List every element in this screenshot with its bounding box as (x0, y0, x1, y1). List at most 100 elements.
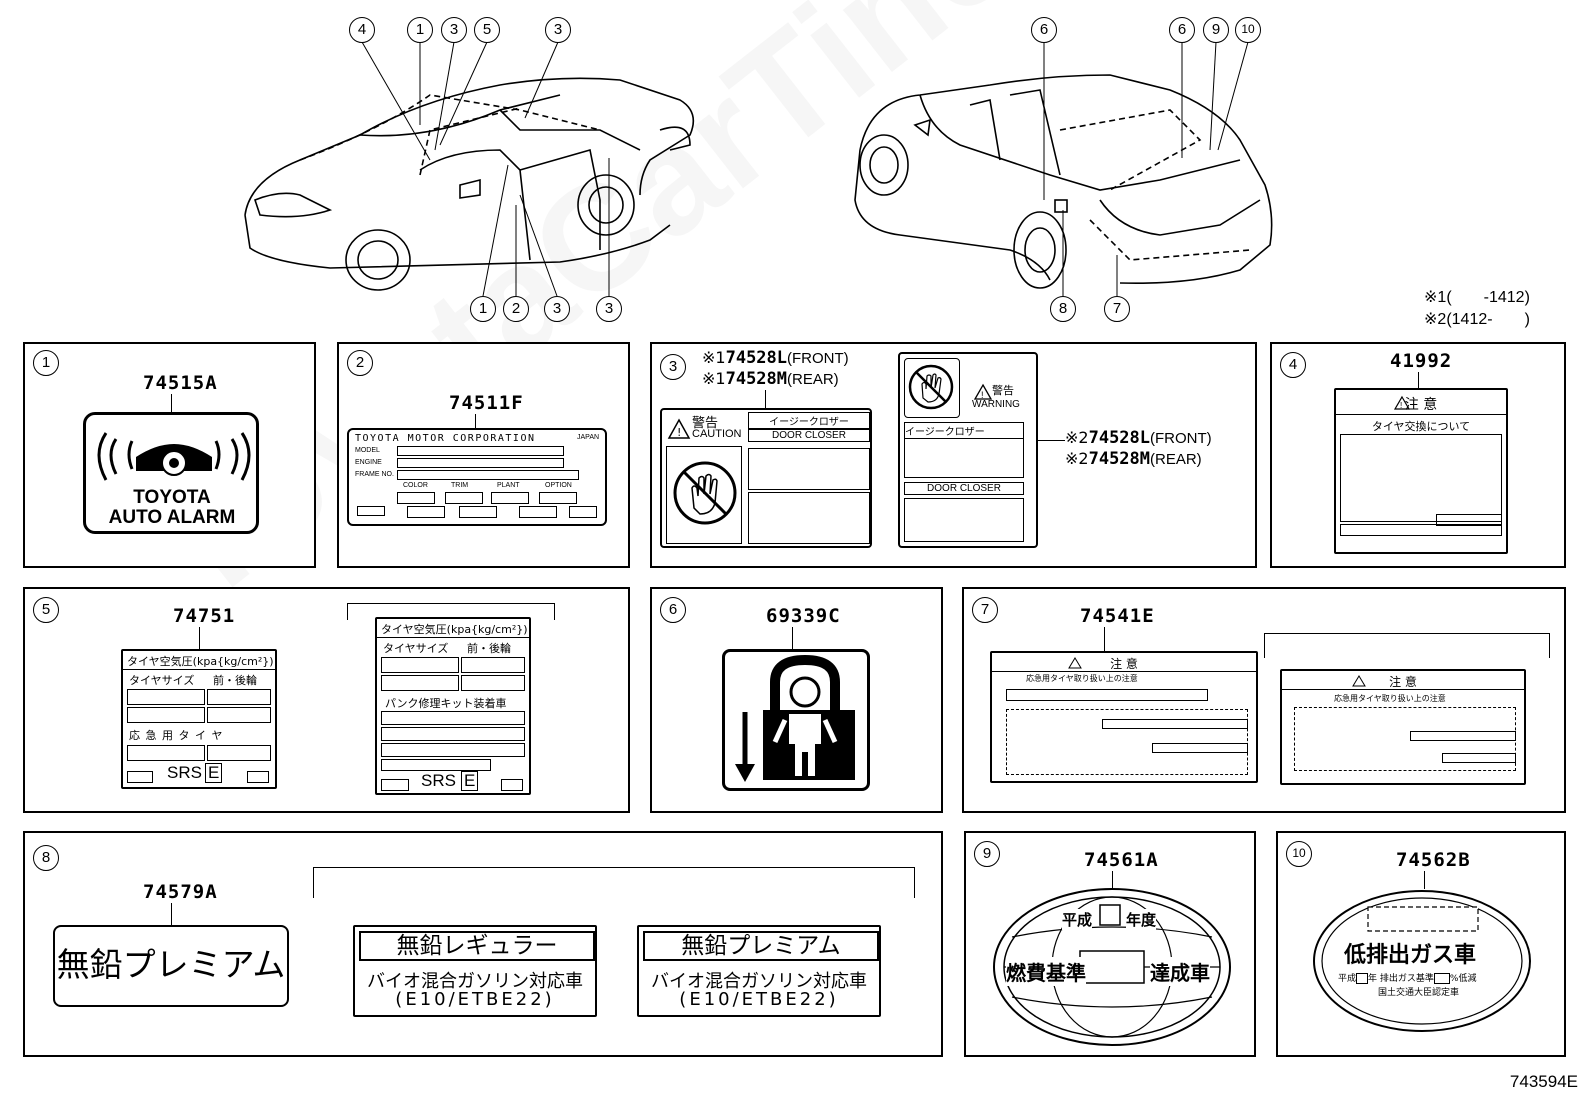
tire-pressure-label-2: タイヤ空気圧(kpa{kg/cm²}) タイヤサイズ 前・後輪 パンク修理キット… (375, 617, 531, 795)
premium-bot: (E10/ETBE22) (679, 989, 839, 1010)
door-closer-warning-label: ! 警告 WARNING イージークロザー DOOR CLOSER (898, 352, 1038, 548)
spare-tire-caution-label-1: 注 意 応急用タイヤ取り扱い上の注意 (990, 651, 1258, 783)
diagram-code: 743594E (1509, 1072, 1578, 1091)
panel-number: 10 (1286, 841, 1312, 867)
part-number: 74562B (1396, 849, 1471, 871)
svg-text:!: ! (1400, 401, 1402, 410)
part-line-4: ※274528M(REAR) (1065, 449, 1202, 469)
alarm-line2: AUTO ALARM (108, 507, 236, 528)
seal-left: 燃費基準 (1006, 957, 1086, 986)
callout-4-top: 4 (349, 17, 375, 43)
tp2-size: タイヤサイズ (383, 642, 449, 655)
low-emission-seal (1313, 890, 1531, 1032)
panel-7: 7 74541E 注 意 応急用タイヤ取り扱い上の注意 注 意 応急用タイヤ取り… (962, 587, 1566, 813)
chui-1: 注 意 (1110, 657, 1138, 671)
seal-nendo: 年度 (1126, 909, 1157, 930)
leader-line (1037, 440, 1065, 441)
regular-top: 無鉛レギュラー (359, 931, 595, 961)
regular-mid: バイオ混合ガソリン対応車 (367, 971, 583, 992)
warning-triangle-icon: ! (667, 418, 691, 439)
callout-8-bottom: 8 (1050, 296, 1076, 322)
part-number: 74561A (1084, 849, 1159, 871)
warning-triangle-icon: ! (973, 383, 993, 400)
note-2: ※2(1412- ) (1424, 311, 1530, 328)
svg-text:!: ! (677, 426, 681, 439)
panel-10: 10 74562B 低排出ガス車 平成年 排出ガス基準%低減 国土交通大臣認定車 (1276, 831, 1566, 1057)
tp2-srs: SRS (421, 771, 456, 790)
tire-pressure-label-1: タイヤ空気圧(kpa{kg/cm²}) タイヤサイズ 前・後輪 応 急 用 タ … (121, 649, 277, 789)
sub-1: 応急用タイヤ取り扱い上の注意 (1026, 674, 1138, 683)
panel-6: 6 69339C (650, 587, 943, 813)
panel-number: 7 (972, 597, 998, 623)
vin-option: OPTION (545, 482, 572, 489)
vin-engine: ENGINE (355, 459, 382, 466)
callout-1-bottom: 1 (470, 296, 496, 322)
tp-spare: 応 急 用 タ イ ヤ (129, 729, 224, 742)
vin-trim: TRIM (451, 482, 469, 489)
callout-1-top: 1 (407, 17, 433, 43)
vin-plate-label: TOYOTA MOTOR CORPORATION JAPAN MODEL ENG… (347, 428, 607, 526)
caution-en: CAUTION (692, 428, 742, 440)
callout-6-top-b: 6 (1169, 17, 1195, 43)
chui-header: 注 意 (1404, 397, 1438, 413)
tp2-e: E (461, 771, 479, 791)
premium-mid: バイオ混合ガソリン対応車 (651, 971, 867, 992)
vin-model: MODEL (355, 447, 380, 454)
panel-5: 5 74751 タイヤ空気圧(kpa{kg/cm²}) タイヤサイズ 前・後輪 … (23, 587, 630, 813)
easy-closer-jp: イージークロザー (748, 412, 870, 429)
tp2-title: タイヤ空気圧(kpa{kg/cm²}) (381, 623, 528, 636)
leader-line (199, 627, 200, 649)
vin-plant: PLANT (497, 482, 520, 489)
tp-e: E (205, 763, 223, 783)
warning-triangle-icon (1352, 675, 1366, 687)
panel-number: 3 (660, 354, 686, 380)
tp-title: タイヤ空気圧(kpa{kg/cm²}) (127, 655, 274, 668)
callout-2-bottom: 2 (503, 296, 529, 322)
no-hand-icon (908, 364, 954, 410)
warning-triangle-icon: ! (1393, 395, 1411, 410)
tire-change-caution-label: 注 意 ! タイヤ交換について (1334, 388, 1508, 554)
emission-sub1: 平成年 排出ガス基準%低減 (1338, 973, 1477, 984)
alarm-line1: TOYOTA (133, 487, 211, 508)
leader-line (765, 390, 766, 408)
warning-triangle-icon (1068, 657, 1082, 669)
spare-tire-caution-label-2: 注 意 応急用タイヤ取り扱い上の注意 (1280, 669, 1526, 785)
panel-8: 8 74579A 無鉛プレミアム 無鉛レギュラー バイオ混合ガソリン対応車 (E… (23, 831, 943, 1057)
caution-jp: 警告 (692, 416, 719, 431)
vin-japan: JAPAN (577, 434, 600, 441)
part-number: 74515A (143, 372, 218, 394)
callout-10-top: 10 (1235, 17, 1261, 43)
no-hand-icon (673, 461, 737, 525)
tp-frontrear: 前・後輪 (213, 674, 257, 687)
callout-9-top: 9 (1203, 17, 1229, 43)
child-lock-icon (735, 654, 855, 782)
fuel-premium-bio-label: 無鉛プレミアム バイオ混合ガソリン対応車 (E10/ETBE22) (637, 925, 881, 1017)
panel-1: 1 74515A TOYOTA AUTO ALARM (23, 342, 316, 568)
leader-line (171, 394, 172, 414)
easy-closer-jp-2: イージークロザー (904, 422, 1024, 439)
fuel-premium-label: 無鉛プレミアム (53, 925, 289, 1007)
tp-srs: SRS (167, 763, 202, 782)
chui-2: 注 意 (1389, 675, 1417, 689)
part-number: 69339C (766, 605, 841, 627)
panel-2: 2 74511F TOYOTA MOTOR CORPORATION JAPAN … (337, 342, 630, 568)
panel-number: 6 (660, 597, 686, 623)
callout-7-bottom: 7 (1104, 296, 1130, 322)
leader-line (1424, 871, 1425, 889)
leader-line (1112, 871, 1113, 889)
leader-line (792, 627, 793, 649)
panel-9: 9 74561A 平成 年度 燃費基準 達成車 (964, 831, 1256, 1057)
warning-jp: 警告 (992, 384, 1014, 397)
part-line-2: ※174528M(REAR) (702, 369, 839, 389)
vin-header: TOYOTA MOTOR CORPORATION (355, 433, 536, 444)
emission-main: 低排出ガス車 (1344, 943, 1477, 968)
leader-line (475, 414, 476, 428)
part-number: 74511F (449, 392, 524, 414)
tire-change-sub: タイヤ交換について (1371, 420, 1471, 433)
door-closer-en-2: DOOR CLOSER (904, 482, 1024, 495)
panel-number: 5 (33, 597, 59, 623)
part-number: 74541E (1080, 605, 1155, 627)
emission-sub2: 国土交通大臣認定車 (1378, 988, 1460, 998)
panel-number: 4 (1280, 352, 1306, 378)
tp-size: タイヤサイズ (129, 674, 195, 687)
